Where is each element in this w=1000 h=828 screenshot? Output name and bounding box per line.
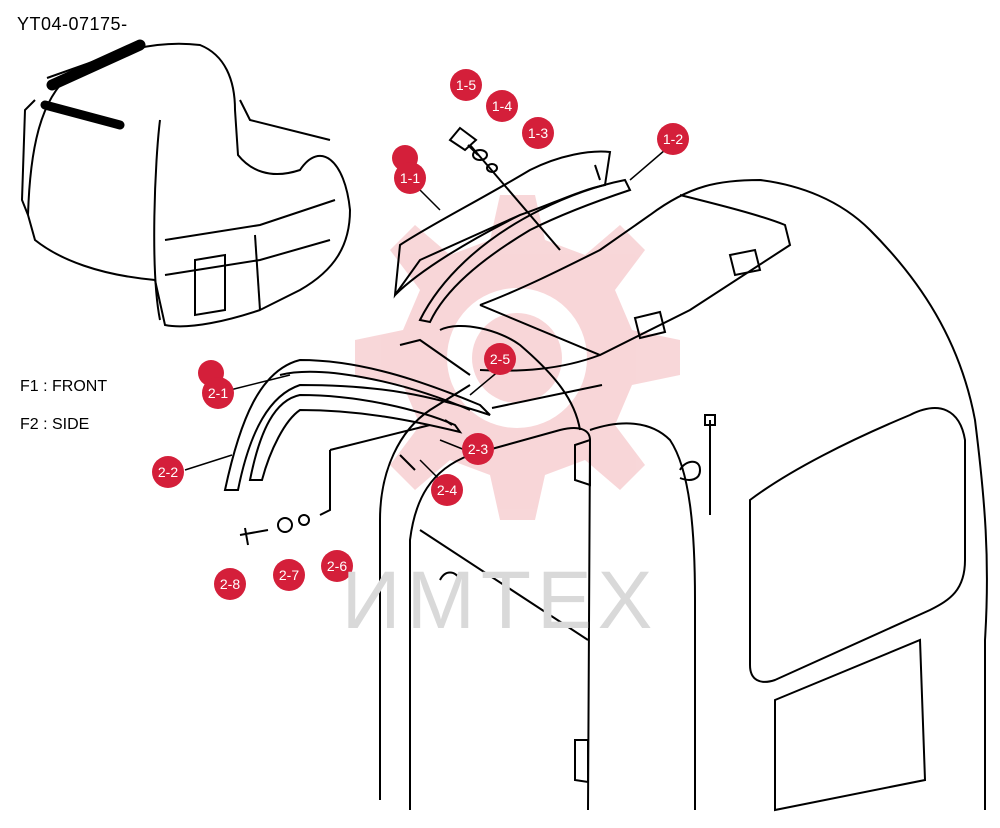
svg-text:1-2: 1-2 [663,131,683,147]
svg-text:1-4: 1-4 [492,98,512,114]
legend-front: F1 : FRONT [20,378,108,395]
callout-2-7: 2-7 [273,559,305,591]
top-visor-strip [46,39,146,91]
washer-icon [472,149,488,161]
svg-text:2-8: 2-8 [220,576,240,592]
callout-2-1: 2-1 [198,360,234,409]
callout-1-5: 1-5 [450,69,482,101]
screw-icon [239,527,269,546]
callout-2-2: 2-2 [152,456,184,488]
svg-text:1-5: 1-5 [456,77,476,93]
callout-1-2: 1-2 [657,123,689,155]
svg-text:2-2: 2-2 [158,464,178,480]
callout-2-6: 2-6 [321,550,353,582]
callouts: 1-5 1-4 1-3 1-2 1-1 2-5 2-1 2-3 2-2 2-4 … [152,69,689,600]
nut-icon [298,514,310,526]
document-code: YT04-07175- [17,14,128,34]
svg-text:1-3: 1-3 [528,125,548,141]
callout-1-4: 1-4 [486,90,518,122]
callout-1-1: 1-1 [392,145,426,194]
callout-2-8: 2-8 [214,568,246,600]
svg-text:2-1: 2-1 [208,385,228,401]
hardware [239,126,498,546]
callout-2-3: 2-3 [462,433,494,465]
visor-rails-side [223,358,603,491]
svg-text:2-4: 2-4 [437,482,457,498]
svg-text:2-3: 2-3 [468,441,488,457]
watermark-gear-icon [355,195,680,520]
svg-text:1-1: 1-1 [400,170,420,186]
callout-2-4: 2-4 [431,474,463,506]
legend-side: F2 : SIDE [20,416,90,433]
watermark-text: ИМТЕХ [342,555,659,646]
svg-text:2-5: 2-5 [490,351,510,367]
side-visor-strip [40,100,125,130]
visor-rails-front [393,144,632,324]
cab-overview [20,42,352,328]
nut-icon [486,163,498,173]
svg-text:2-7: 2-7 [279,567,299,583]
svg-text:2-6: 2-6 [327,558,347,574]
washer-icon [277,517,293,533]
bolt-icon [448,126,478,152]
callout-1-3: 1-3 [522,117,554,149]
callout-2-5: 2-5 [484,343,516,375]
